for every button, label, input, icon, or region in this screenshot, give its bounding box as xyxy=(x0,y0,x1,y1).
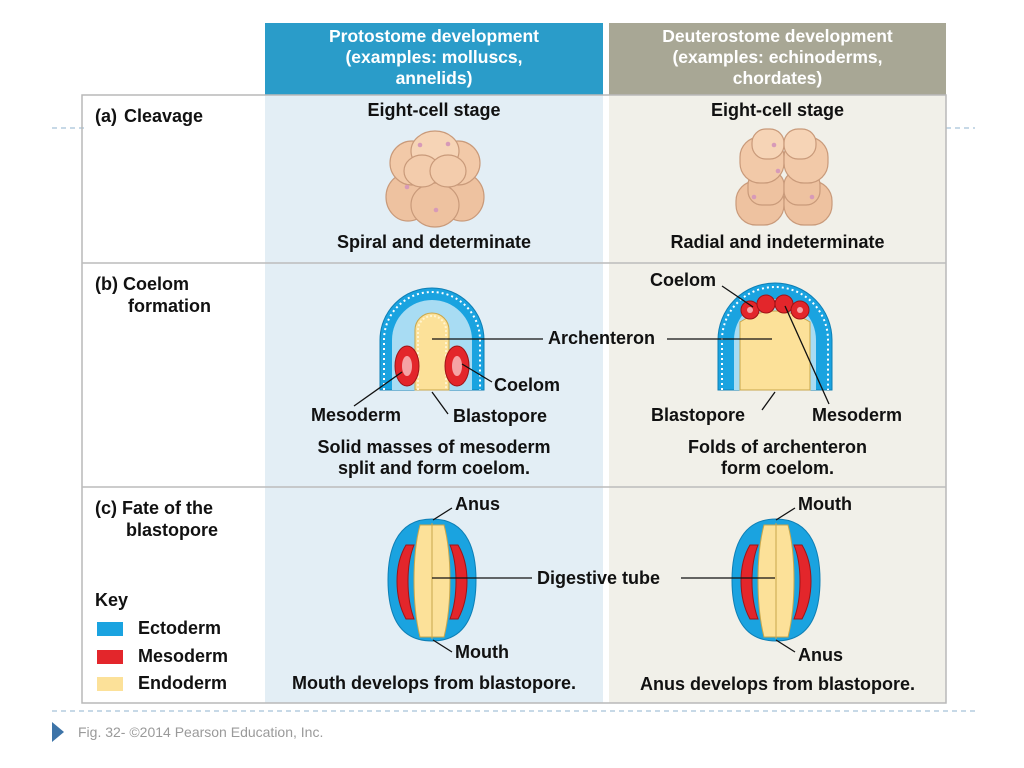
deuterostome-coelom-embryo xyxy=(717,282,833,391)
deuterostome-mesoderm-label: Mesoderm xyxy=(812,405,903,425)
protostome-header-line1: Protostome development xyxy=(328,26,540,46)
deuterostome-blastopore-label: Blastopore xyxy=(651,405,746,425)
row-b-title-line2: formation xyxy=(128,296,211,316)
protostome-header-line2: (examples: molluscs, xyxy=(345,47,523,67)
row-b-title-line1: Coelom xyxy=(123,274,190,294)
protostome-blastopore-label: Blastopore xyxy=(453,406,548,426)
deuterostome-header-line3: chordates) xyxy=(732,68,823,88)
row-a-title: Cleavage xyxy=(124,106,204,126)
archenteron-label: Archenteron xyxy=(548,328,656,348)
deuterostome-header: Deuterostome development (examples: echi… xyxy=(609,23,946,95)
deuterostome-anus-label: Anus xyxy=(798,645,843,665)
deuterostome-header-line2: (examples: echinoderms, xyxy=(672,47,883,67)
cleavage-left-caption: Spiral and determinate xyxy=(336,232,532,252)
protostome-anus-label: Anus xyxy=(455,494,500,514)
row-a-letter: (a) xyxy=(95,106,117,126)
deuterostome-gut-embryo xyxy=(731,518,821,642)
protostome-coelom-embryo xyxy=(379,287,485,391)
fate-left-caption: Mouth develops from blastopore. xyxy=(291,673,577,693)
row-c-title-line1: Fate of the xyxy=(122,498,214,518)
protostome-coelom-label: Coelom xyxy=(494,375,561,395)
protostome-mouth-label: Mouth xyxy=(455,642,509,662)
figure-credit: Fig. 32- ©2014 Pearson Education, Inc. xyxy=(78,724,324,740)
mesoderm-swatch xyxy=(97,650,123,664)
coelom-right-caption-line2: form coelom. xyxy=(720,458,835,478)
coelom-right-caption-line1: Folds of archenteron xyxy=(687,437,867,457)
row-c-letter: (c) xyxy=(95,498,117,518)
spiral-cleavage-embryo xyxy=(385,130,485,228)
protostome-header-line3: annelids) xyxy=(395,68,473,88)
row-b-letter: (b) xyxy=(95,274,118,294)
play-icon xyxy=(52,722,64,742)
protostome-header: Protostome development (examples: mollus… xyxy=(265,23,603,95)
fate-right-caption: Anus develops from blastopore. xyxy=(639,674,916,694)
key-item-label: Endoderm xyxy=(138,673,228,693)
deuterostome-mouth-label: Mouth xyxy=(798,494,852,514)
coelom-left-caption-line2: split and form coelom. xyxy=(337,458,531,478)
row-c-label: (c) Fate of the blastopore xyxy=(95,497,218,541)
protostome-gut-embryo xyxy=(387,518,477,642)
coelom-left-caption-line1: Solid masses of mesoderm xyxy=(317,437,551,457)
deuterostome-coelom-label: Coelom xyxy=(650,270,717,290)
deuterostome-header-line1: Deuterostome development xyxy=(662,26,893,46)
coelom-right-caption: Folds of archenteron form coelom. xyxy=(609,437,946,479)
digestive-tube-label: Digestive tube xyxy=(537,568,661,588)
radial-cleavage-embryo xyxy=(735,128,833,226)
row-c-title-line2: blastopore xyxy=(126,520,219,540)
key-title: Key xyxy=(95,590,129,610)
cleavage-left-title: Eight-cell stage xyxy=(367,100,501,120)
coelom-left-caption: Solid masses of mesoderm split and form … xyxy=(265,437,603,479)
row-b-label: (b) Coelom formation xyxy=(95,273,211,317)
ectoderm-swatch xyxy=(97,622,123,636)
endoderm-swatch xyxy=(97,677,123,691)
key-item-label: Mesoderm xyxy=(138,646,229,666)
cleavage-right-title: Eight-cell stage xyxy=(710,100,845,120)
row-a-label: (a) Cleavage xyxy=(95,105,203,127)
cleavage-right-caption: Radial and indeterminate xyxy=(670,232,885,252)
key-item-label: Ectoderm xyxy=(138,618,222,638)
protostome-mesoderm-label: Mesoderm xyxy=(311,405,402,425)
